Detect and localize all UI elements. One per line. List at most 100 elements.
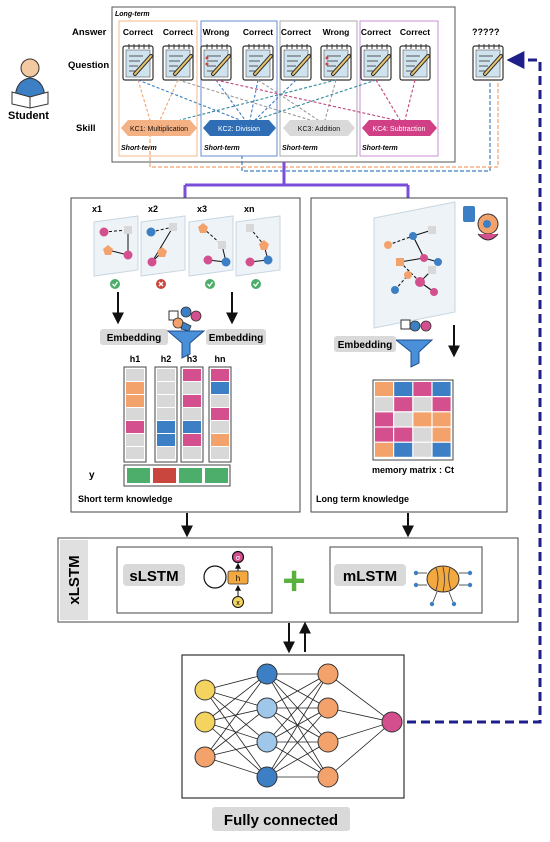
- hidden-state-cell: [126, 447, 144, 459]
- kc2-node: KC2: Division: [203, 120, 276, 136]
- memory-cell: [394, 442, 413, 457]
- graph-node: [203, 255, 213, 265]
- graph-node: [146, 227, 156, 237]
- slstm-label-bg: [123, 564, 185, 586]
- graph-node: [99, 227, 109, 237]
- y-label: y: [89, 470, 95, 481]
- check-icon: [110, 279, 120, 289]
- neuron: [194, 711, 216, 733]
- memory-cell: [413, 397, 432, 412]
- memory-cell: [432, 382, 451, 396]
- row-label-skill: Skill: [76, 123, 96, 134]
- memory-cell: [413, 412, 432, 427]
- memory-cell: [394, 427, 413, 442]
- fully-connected-block: [181, 654, 405, 799]
- kc2-group: [200, 20, 278, 157]
- hidden-state-cell: [126, 382, 144, 394]
- student-label: Student: [8, 110, 49, 122]
- kc1-label: KC1: Multiplication: [130, 126, 188, 133]
- neuron: [317, 731, 339, 753]
- purple-splitter: [183, 162, 410, 198]
- graph-card: [235, 215, 281, 277]
- kc3-node: KC3: Addition: [283, 120, 355, 136]
- hidden-state-cell: [183, 408, 201, 420]
- memory-cell: [432, 442, 451, 457]
- kc1-group: [118, 20, 198, 157]
- graph-node: [221, 257, 231, 267]
- memory-cell: [432, 412, 451, 427]
- hidden-state-cell: [211, 382, 229, 394]
- hidden-state-cell: [126, 434, 144, 446]
- output-cell: [127, 468, 150, 483]
- question-notepad-icon: [398, 42, 432, 82]
- long-term-label: Long-term: [115, 11, 150, 18]
- hidden-state-cell: [211, 369, 229, 381]
- neuron: [317, 766, 339, 788]
- neuron: [256, 731, 278, 753]
- neuron: [256, 697, 278, 719]
- svg-text:x: x: [236, 600, 240, 607]
- svg-text:h: h: [236, 574, 240, 583]
- question-notepad-icon: [199, 42, 233, 82]
- graph-node: [123, 250, 133, 260]
- h1-label: h1: [130, 354, 141, 364]
- hidden-state-cell: [157, 447, 175, 459]
- memory-cell: [394, 382, 413, 396]
- long-embedding: Embedding: [334, 336, 396, 352]
- question-notepad-icon: [161, 42, 195, 82]
- slstm-cell-icon: h σ x: [203, 550, 249, 608]
- hidden-state-cell: [183, 382, 201, 394]
- kc2-label: KC2: Division: [218, 126, 260, 133]
- graph-node: [124, 226, 132, 234]
- short-embedding-left: Embedding: [100, 329, 168, 345]
- output-row: [123, 464, 231, 487]
- graph-node: [169, 223, 177, 231]
- neuron: [194, 746, 216, 768]
- x-label: x3: [197, 204, 207, 214]
- memory-cell: [375, 427, 393, 442]
- mlstm-label-bg: [334, 564, 406, 586]
- graph-card: [93, 215, 139, 277]
- slstm-label: sLSTM: [129, 568, 178, 585]
- memory-matrix: [375, 382, 451, 457]
- x-label: x2: [148, 204, 158, 214]
- row-label-question: Question: [68, 60, 109, 71]
- svg-text:Embedding: Embedding: [209, 333, 263, 344]
- output-cell: [153, 468, 176, 483]
- long-term-caption: Long term knowledge: [316, 494, 409, 504]
- graph-node: [246, 224, 254, 232]
- long-graph-card: [373, 201, 456, 329]
- x-label: x1: [92, 204, 102, 214]
- svg-text:Embedding: Embedding: [107, 333, 161, 344]
- graph-node: [103, 245, 113, 255]
- student-figure: Student: [8, 58, 49, 122]
- memory-cell: [394, 397, 413, 412]
- hidden-state-cell: [157, 369, 175, 381]
- hidden-state-cell: [211, 408, 229, 420]
- memory-cell: [413, 382, 432, 396]
- short-funnel-icon: [166, 306, 206, 359]
- answer-label: Correct: [243, 27, 273, 37]
- answer-label: Wrong: [203, 27, 230, 37]
- graph-node: [157, 247, 167, 257]
- neuron: [256, 663, 278, 685]
- graph-node: [147, 257, 157, 267]
- hidden-state-cell: [183, 395, 201, 407]
- hidden-state-cell: [211, 434, 229, 446]
- brain-circuit-icon: [413, 565, 473, 607]
- memory-cell: [375, 397, 393, 412]
- kc4-node: KC4: Subtraction: [362, 120, 437, 136]
- hidden-state-cell: [183, 447, 201, 459]
- hidden-state-cell: [126, 395, 144, 407]
- hidden-state-cell: [126, 421, 144, 433]
- short-term-label-3: Short-term: [282, 145, 318, 152]
- xlstm-label-bg: [60, 540, 88, 620]
- graph-card: [140, 215, 186, 277]
- hidden-state-cell: [183, 369, 201, 381]
- hidden-state-cell: [183, 434, 201, 446]
- question-notepad-icon: [359, 42, 393, 82]
